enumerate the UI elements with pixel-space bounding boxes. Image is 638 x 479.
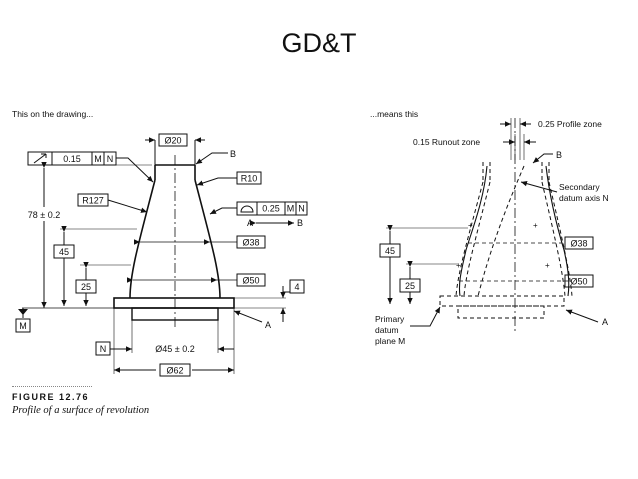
right-primary-1: Primary: [375, 314, 405, 324]
label-a: A: [265, 320, 271, 330]
right-dim-dia50-box: [564, 274, 594, 288]
svg-text:+: +: [533, 221, 538, 230]
dim-dia38-box: [236, 235, 266, 249]
dim-4-box: [289, 279, 305, 294]
dim-4: 4: [294, 282, 299, 292]
right-primary-2: datum: [375, 325, 399, 335]
frame-runout-m: M: [94, 154, 102, 164]
right-secondary-1: Secondary: [559, 182, 600, 192]
dim-dia50-box: [236, 273, 266, 287]
dim-dia45: Ø45 ± 0.2: [155, 344, 194, 354]
datum-m-box: [15, 318, 31, 333]
frame-runout-value: 0.15: [63, 154, 81, 164]
slide-title: GD&T: [281, 28, 357, 58]
left-part-right-profile: [194, 179, 221, 299]
dim-dia50: Ø50: [242, 276, 259, 286]
right-dim-dia38-box: [564, 236, 594, 250]
label-b: B: [230, 149, 236, 159]
left-part-left-profile: [129, 179, 156, 299]
right-dim-45: 45: [385, 246, 395, 256]
right-profile-zone: 0.25 Profile zone: [538, 119, 602, 129]
right-dim-dia50: Ø50: [570, 277, 587, 287]
right-dim-dia38: Ø38: [570, 239, 587, 249]
left-part-flange: [113, 297, 235, 309]
svg-text:+: +: [545, 261, 550, 270]
right-primary-3: plane M: [375, 336, 405, 346]
dim-height: 78 ± 0.2: [28, 210, 60, 220]
dim-25: 25: [81, 282, 91, 292]
right-label-a: A: [602, 317, 608, 327]
datum-n: N: [100, 344, 107, 354]
right-secondary-2: datum axis N: [559, 193, 609, 203]
radius-r10: R10: [241, 174, 258, 184]
dim-45: 45: [59, 247, 69, 257]
dim-top-dia: Ø20: [164, 136, 181, 146]
profile-label-b: B: [297, 218, 303, 228]
dim-dia38: Ø38: [242, 238, 259, 248]
radius-r127: R127: [82, 196, 104, 206]
frame-profile-m: M: [287, 204, 295, 214]
dim-top-dia-box: [158, 133, 188, 147]
datum-m-triangle: [18, 309, 28, 315]
frame-runout-n: N: [107, 154, 114, 164]
right-label-b: B: [556, 150, 562, 160]
right-zone-outer-left: [455, 181, 484, 297]
datum-m: M: [19, 321, 27, 331]
right-heading: ...means this: [370, 109, 418, 119]
runout-icon: [33, 153, 47, 164]
dim-dia62: Ø62: [166, 366, 183, 376]
left-drawing: This on the drawing... Ø20 B 0.15 M: [12, 109, 308, 377]
svg-text:+: +: [468, 221, 473, 230]
caption-rule: [12, 386, 92, 387]
frame-profile-value: 0.25: [262, 204, 280, 214]
left-heading: This on the drawing...: [12, 109, 93, 119]
right-base: [457, 305, 545, 319]
right-secondary-axis: [477, 165, 525, 297]
svg-text:+: +: [456, 261, 461, 270]
frame-profile-n: N: [298, 204, 305, 214]
right-interpretation: ...means this + + + + 0.25 Profile zone: [370, 109, 609, 346]
right-runout-zone: 0.15 Runout zone: [413, 137, 480, 147]
profile-surface-icon: [240, 205, 254, 213]
right-zone-inner-left: [463, 181, 491, 297]
figure-number: FIGURE 12.76: [12, 392, 90, 402]
right-flange: [439, 295, 565, 307]
right-actual-left: [458, 165, 488, 297]
right-dim-25: 25: [405, 281, 415, 291]
right-actual-right: [545, 165, 570, 297]
figure-caption: Profile of a surface of revolution: [12, 405, 150, 416]
profile-label-a: A: [247, 218, 253, 228]
right-zone-inner-right: [541, 181, 566, 297]
dim-dia62-box: [159, 363, 191, 377]
